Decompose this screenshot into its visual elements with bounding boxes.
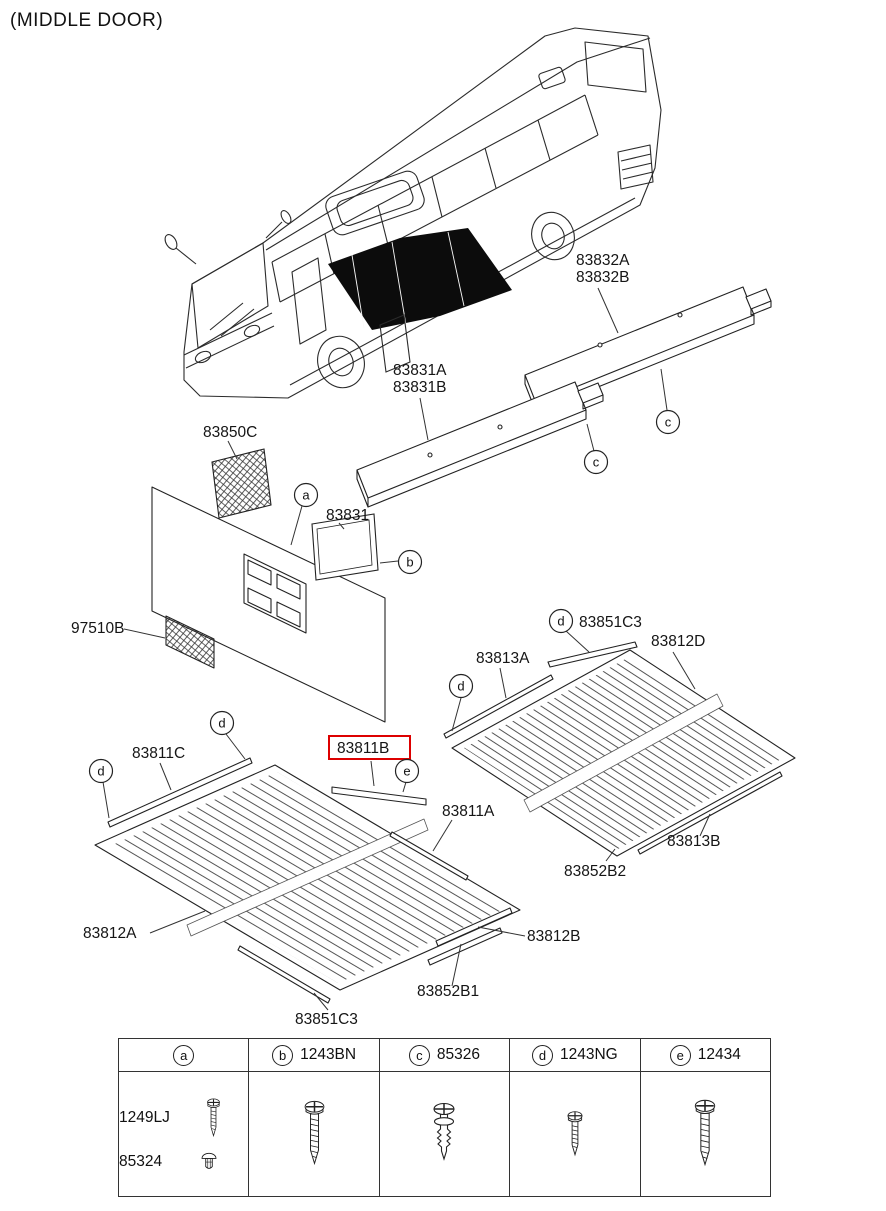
middle-door-outline <box>379 314 411 373</box>
legend-part-e: 12434 <box>697 1046 741 1063</box>
callout-b: b <box>397 549 423 575</box>
callout-c-letter: c <box>593 455 600 470</box>
part-label-83811c[interactable]: 83811C <box>132 745 185 762</box>
bus-illustration <box>164 27 662 399</box>
rear-wheel <box>531 211 575 261</box>
roof-hatch-outline <box>325 170 425 236</box>
legend-letter-b: b <box>272 1044 294 1066</box>
legend-cell-c <box>378 1071 511 1197</box>
part-labels: 83832A 83832B 83831A 83831B 83850C 83831… <box>71 252 720 1028</box>
legend-header-d: d 1243NG <box>509 1038 641 1072</box>
callout-c-1: c <box>583 449 609 475</box>
part-label-83813b[interactable]: 83813B <box>667 833 720 850</box>
legend-header-b: b 1243BN <box>248 1038 380 1072</box>
part-label-83851c3-bottom[interactable]: 83851C3 <box>295 1011 358 1028</box>
callout-d-2: d <box>448 673 474 699</box>
part-label-83832b[interactable]: 83832B <box>576 269 629 286</box>
sill-plank-83831 <box>356 381 604 508</box>
molding-strip-83851c3-top <box>547 641 638 668</box>
legend-header-a: a <box>117 1038 250 1072</box>
leader-lines <box>102 287 711 1011</box>
molding-strip-83851c3-bottom <box>237 945 331 1004</box>
legend-letter-d: d <box>532 1044 553 1066</box>
rivet-icon <box>199 1151 219 1174</box>
long-screw-icon <box>302 1099 327 1169</box>
legend-header-c: c 85326 <box>378 1038 511 1072</box>
bus-floor-highlight-area <box>328 228 512 330</box>
small-screw-icon <box>565 1110 585 1158</box>
legend-part-b: 1243BN <box>300 1046 357 1063</box>
legend-cell-d <box>509 1071 641 1197</box>
page-title: (MIDDLE DOOR) <box>10 10 164 31</box>
mesh-panel-83850c <box>211 448 272 519</box>
legend-part-d: 1243NG <box>560 1046 618 1063</box>
legend-letter-c: c <box>408 1044 430 1066</box>
floor-panel-right <box>443 641 796 857</box>
fastener-legend-table: a b 1243BN c 85326 d 1243NG e 12434 1249LJ <box>117 1038 772 1197</box>
callout-d-letter: d <box>457 679 464 694</box>
callout-d-letter: d <box>557 614 564 629</box>
long-screw-icon <box>205 1095 222 1141</box>
part-label-83851c3-top[interactable]: 83851C3 <box>579 614 642 631</box>
part-label-83812a[interactable]: 83812A <box>83 925 137 942</box>
part-label-83831[interactable]: 83831 <box>326 507 369 524</box>
molding-strip-83813b <box>637 771 783 855</box>
part-label-83811b[interactable]: 83811B <box>337 740 389 757</box>
callout-b-letter: b <box>406 555 413 570</box>
molding-strip-83811a <box>389 831 469 881</box>
part-label-83812b[interactable]: 83812B <box>527 928 580 945</box>
callout-d-3: d <box>209 710 235 736</box>
part-label-97510b[interactable]: 97510B <box>71 620 124 637</box>
callout-c-2: c <box>655 409 681 435</box>
part-label-83850c[interactable]: 83850C <box>203 424 257 441</box>
callouts: a b c c d d d d e <box>88 409 681 784</box>
part-label-83831a[interactable]: 83831A <box>393 362 447 379</box>
floor-panel-left <box>94 757 521 1004</box>
legend-cell-a: 1249LJ 85324 <box>117 1071 250 1197</box>
mesh-panel-97510b <box>165 615 215 669</box>
legend-part-1249lj: 1249LJ <box>119 1108 170 1126</box>
legend-header-e: e 12434 <box>639 1038 772 1072</box>
molding-strip-83812b <box>435 907 513 947</box>
callout-c-letter: c <box>665 415 672 430</box>
highlight-box-83811b <box>328 735 411 760</box>
part-label-83831b[interactable]: 83831B <box>393 379 446 396</box>
molding-strip-83811b <box>331 786 427 806</box>
molding-strip-83811c <box>107 757 253 828</box>
callout-e-letter: e <box>403 764 410 779</box>
part-label-83811a[interactable]: 83811A <box>442 803 495 820</box>
part-label-83852b2[interactable]: 83852B2 <box>564 863 626 880</box>
part-label-83832a[interactable]: 83832A <box>576 252 630 269</box>
callout-e: e <box>394 758 420 784</box>
wall-panel <box>151 486 386 723</box>
molding-strip-83813a <box>443 674 554 739</box>
part-label-83813a[interactable]: 83813A <box>476 650 530 667</box>
legend-part-c: 85326 <box>436 1046 481 1063</box>
part-label-83812d[interactable]: 83812D <box>651 633 705 650</box>
long-screw-icon <box>692 1098 718 1170</box>
callout-d-4: d <box>88 758 114 784</box>
callout-a: a <box>293 482 319 508</box>
callout-d-letter: d <box>218 716 225 731</box>
legend-cell-e <box>639 1071 772 1197</box>
callout-d-letter: d <box>97 764 104 779</box>
callout-a-letter: a <box>302 488 310 503</box>
part-label-83852b1[interactable]: 83852B1 <box>417 983 479 1000</box>
legend-part-85324: 85324 <box>119 1153 163 1170</box>
panel-83831 <box>311 513 379 581</box>
push-clip-icon <box>431 1102 457 1166</box>
legend-letter-e: e <box>669 1044 691 1066</box>
legend-letter-a: a <box>173 1044 195 1066</box>
callout-d-1: d <box>548 608 574 634</box>
front-wheel <box>317 335 365 389</box>
legend-cell-b <box>248 1071 380 1197</box>
